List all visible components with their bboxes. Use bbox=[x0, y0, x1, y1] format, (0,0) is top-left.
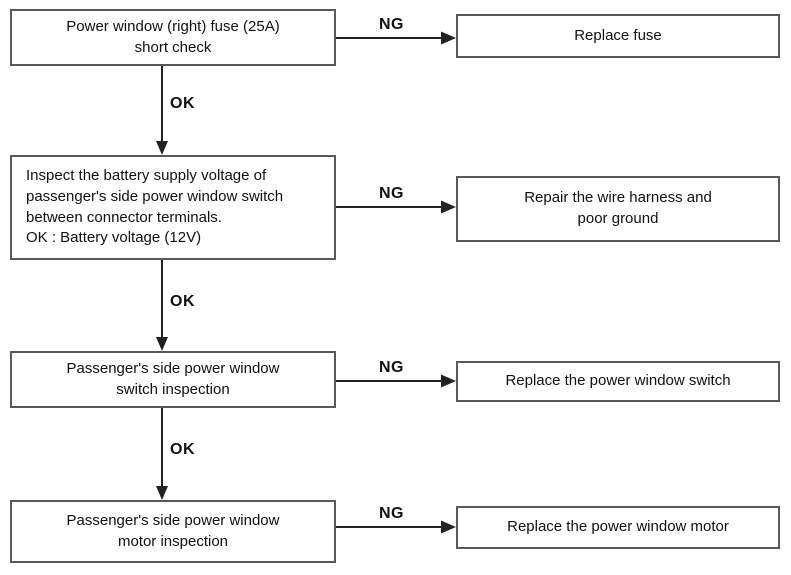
ok-arrowhead-1 bbox=[156, 141, 168, 155]
ok-label-1: OK bbox=[170, 95, 195, 112]
ok-label-2: OK bbox=[170, 293, 195, 310]
step-box-switch-inspection: Passenger's side power window switch ins… bbox=[10, 351, 336, 408]
ok-arrowhead-3 bbox=[156, 486, 168, 500]
ok-arrowhead-2 bbox=[156, 337, 168, 351]
action-box-replace-motor: Replace the power window motor bbox=[456, 506, 780, 549]
ng-arrowhead-1 bbox=[441, 31, 456, 45]
ng-arrowhead-3 bbox=[441, 374, 456, 388]
ng-label-4: NG bbox=[379, 505, 404, 522]
action-box-replace-fuse: Replace fuse bbox=[456, 14, 780, 58]
ng-arrowhead-2 bbox=[441, 200, 456, 214]
ng-label-2: NG bbox=[379, 185, 404, 202]
ng-label-3: NG bbox=[379, 359, 404, 376]
ng-arrowhead-4 bbox=[441, 520, 456, 534]
action-box-repair-wire-harness: Repair the wire harness and poor ground bbox=[456, 176, 780, 242]
action-box-replace-switch: Replace the power window switch bbox=[456, 361, 780, 402]
step-box-battery-voltage-inspection: Inspect the battery supply voltage of pa… bbox=[10, 155, 336, 260]
ng-label-1: NG bbox=[379, 16, 404, 33]
step-box-motor-inspection: Passenger's side power window motor insp… bbox=[10, 500, 336, 563]
step-box-fuse-short-check: Power window (right) fuse (25A) short ch… bbox=[10, 9, 336, 66]
ok-label-3: OK bbox=[170, 441, 195, 458]
